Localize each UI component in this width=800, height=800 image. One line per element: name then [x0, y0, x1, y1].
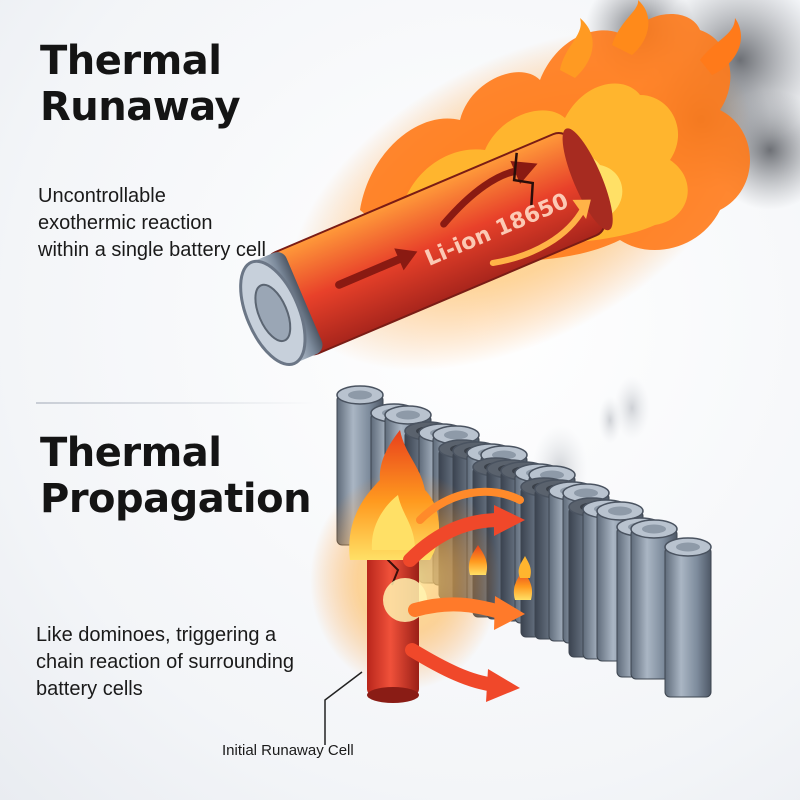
runaway-title: Thermal Runaway	[40, 38, 241, 130]
flame-icon	[468, 545, 533, 600]
battery-cell-icon: Li-ion 18650	[239, 128, 613, 367]
section-divider	[36, 402, 316, 404]
flame-icon	[349, 430, 440, 560]
battery-cell-icon	[664, 537, 712, 698]
crack-icon	[512, 152, 535, 206]
callout-line	[324, 671, 363, 745]
heat-arrow-icon	[403, 487, 525, 702]
initial-cell-callout: Initial Runaway Cell	[222, 742, 354, 759]
propagation-description: Like dominoes, triggering a chain reacti…	[36, 624, 294, 700]
heat-arrow-icon	[335, 161, 591, 289]
runaway-description: Uncontrollable exothermic reaction withi…	[38, 185, 266, 261]
propagation-title: Thermal Propagation	[40, 430, 312, 522]
